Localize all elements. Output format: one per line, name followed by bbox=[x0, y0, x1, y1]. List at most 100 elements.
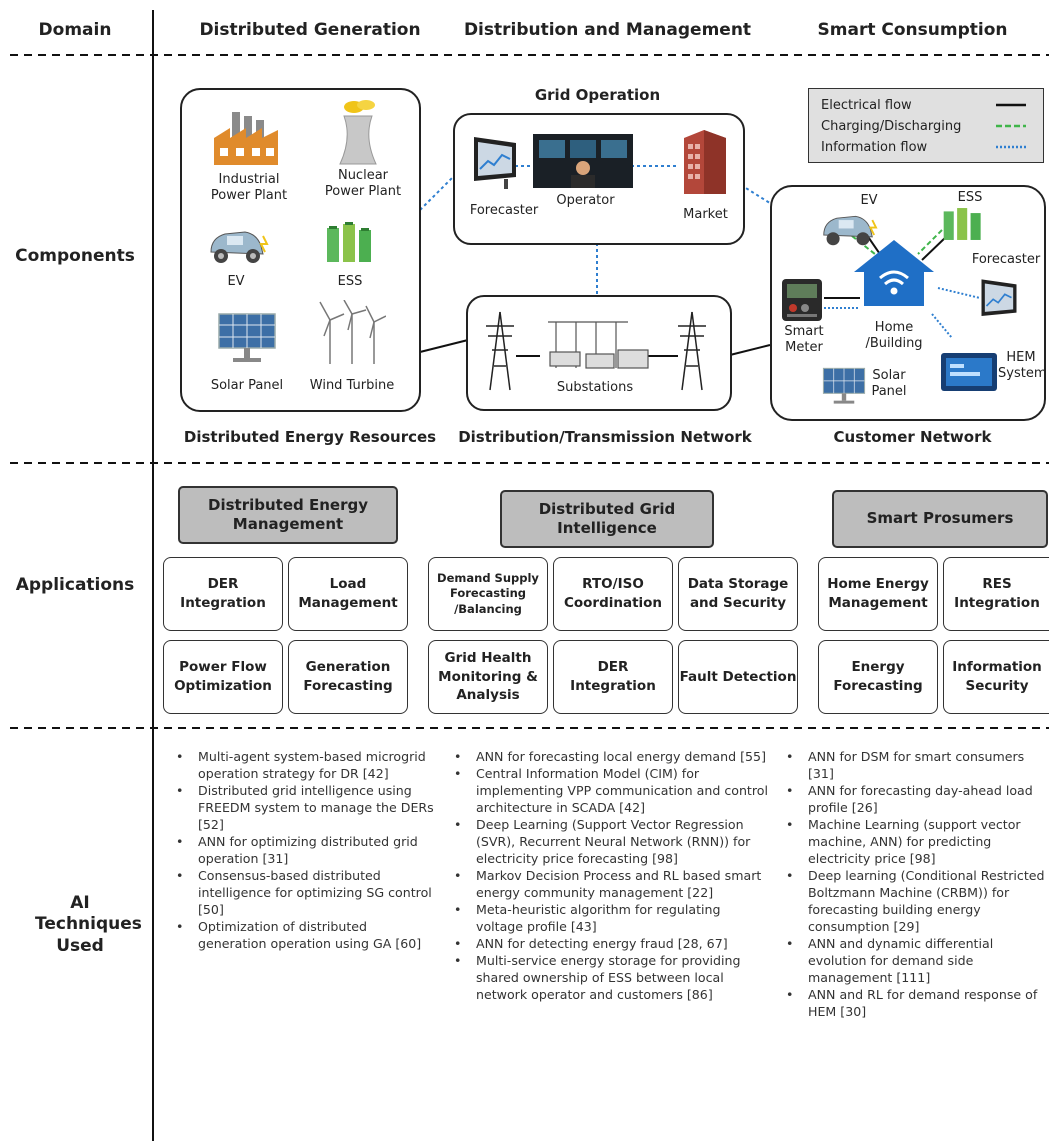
electrical-link-customer bbox=[729, 344, 771, 356]
legend-swatches bbox=[996, 103, 1026, 149]
ai-technique-item: Distributed grid intelligence using FREE… bbox=[172, 782, 434, 833]
ai-technique-item: Multi-agent system-based microgrid opera… bbox=[172, 748, 434, 782]
factory-icon bbox=[214, 112, 278, 165]
ai-technique-item: Deep learning (Conditional Restricted Bo… bbox=[782, 867, 1047, 935]
hem-system-icon bbox=[941, 353, 997, 391]
header-smart-consumption: Smart Consumption bbox=[817, 20, 1008, 40]
customer-solar-label: Solar Panel bbox=[871, 368, 907, 400]
customer-forecaster-icon bbox=[981, 279, 1017, 316]
ai-techniques-consumption-list: ANN for DSM for smart consumers [31]ANN … bbox=[782, 748, 1047, 1020]
smart-meter-icon bbox=[782, 279, 822, 321]
app-header-grid-intelligence: Distributed Grid Intelligence bbox=[500, 490, 714, 548]
app-header-der-management: Distributed Energy Management bbox=[178, 486, 398, 544]
grid-market-label: Market bbox=[683, 207, 728, 222]
substations-label: Substations bbox=[556, 380, 634, 395]
app-information-security: Information Security bbox=[943, 640, 1049, 714]
industrial-plant-label: Industrial Power Plant bbox=[210, 172, 288, 204]
header-distributed-generation: Distributed Generation bbox=[199, 20, 421, 40]
der-caption: Distributed Energy Resources bbox=[183, 428, 437, 446]
info-link-der bbox=[419, 174, 456, 211]
customer-ev-icon bbox=[823, 215, 878, 246]
ai-technique-item: Multi-service energy storage for providi… bbox=[450, 952, 768, 1003]
app-header-smart-prosumers: Smart Prosumers bbox=[832, 490, 1048, 548]
customer-forecaster-label: Forecaster bbox=[971, 252, 1041, 267]
home-building-label: Home /Building bbox=[865, 320, 923, 352]
ai-technique-item: Optimization of distributed generation o… bbox=[172, 918, 434, 952]
grid-forecaster-label: Forecaster bbox=[469, 203, 539, 218]
app-energy-forecasting: Energy Forecasting bbox=[818, 640, 938, 714]
ai-techniques-management-list: ANN for forecasting local energy demand … bbox=[450, 748, 768, 1003]
solar-panel-label: Solar Panel bbox=[210, 378, 284, 393]
wind-turbine-label: Wind Turbine bbox=[309, 378, 395, 393]
app-home-energy-management: Home Energy Management bbox=[818, 557, 938, 631]
transmission-towers-icon bbox=[486, 311, 706, 391]
app-der-integration: DER Integration bbox=[163, 557, 283, 631]
info-link-customer bbox=[740, 184, 774, 206]
app-fault-detection: Fault Detection bbox=[678, 640, 798, 714]
legend-electrical-label: Electrical flow bbox=[821, 98, 912, 113]
app-load-management: Load Management bbox=[288, 557, 408, 631]
app-grid-health-monitoring: Grid Health Monitoring & Analysis bbox=[428, 640, 548, 714]
app-generation-forecasting: Generation Forecasting bbox=[288, 640, 408, 714]
network-box bbox=[466, 295, 732, 411]
grid-operation-title: Grid Operation bbox=[534, 86, 661, 104]
wind-turbine-icon bbox=[319, 300, 386, 364]
legend-electrical: Electrical flow bbox=[809, 95, 1043, 116]
legend-information-label: Information flow bbox=[821, 140, 928, 155]
customer-solar-icon bbox=[822, 367, 866, 404]
app-rto-iso-coordination: RTO/ISO Coordination bbox=[553, 557, 673, 631]
ai-techniques-generation-list: Multi-agent system-based microgrid opera… bbox=[172, 748, 434, 952]
operator-control-room-icon bbox=[533, 134, 633, 188]
ai-technique-item: Machine Learning (support vector machine… bbox=[782, 816, 1047, 867]
header-distribution-management: Distribution and Management bbox=[463, 20, 752, 40]
ess-label: ESS bbox=[337, 274, 363, 289]
ai-technique-item: Central Information Model (CIM) for impl… bbox=[450, 765, 768, 816]
ai-technique-item: Deep Learning (Support Vector Regression… bbox=[450, 816, 768, 867]
ev-icon bbox=[210, 231, 269, 263]
ai-technique-item: Markov Decision Process and RL based sma… bbox=[450, 867, 768, 901]
nuclear-plant-label: Nuclear Power Plant bbox=[324, 168, 402, 200]
ai-technique-item: Meta-heuristic algorithm for regulating … bbox=[450, 901, 768, 935]
ai-technique-item: ANN and dynamic differential evolution f… bbox=[782, 935, 1047, 986]
ai-technique-item: ANN for DSM for smart consumers [31] bbox=[782, 748, 1047, 782]
flow-legend: Electrical flow Charging/Discharging Inf… bbox=[808, 88, 1044, 163]
row-label-ai: AI Techniques Used bbox=[35, 893, 142, 956]
app-power-flow-optimization: Power Flow Optimization bbox=[163, 640, 283, 714]
ai-technique-item: ANN and RL for demand response of HEM [3… bbox=[782, 986, 1047, 1020]
header-domain: Domain bbox=[38, 20, 112, 40]
app-data-storage-security: Data Storage and Security bbox=[678, 557, 798, 631]
ai-technique-item: ANN for forecasting local energy demand … bbox=[450, 748, 768, 765]
ai-technique-item: ANN for forecasting day-ahead load profi… bbox=[782, 782, 1047, 816]
ai-technique-item: ANN for detecting energy fraud [28, 67] bbox=[450, 935, 768, 952]
electrical-link-der bbox=[419, 339, 469, 353]
nuclear-plant-icon bbox=[339, 100, 377, 165]
ai-technique-item: Consensus-based distributed intelligence… bbox=[172, 867, 434, 918]
solar-panel-icon bbox=[218, 313, 276, 362]
row-label-components: Components bbox=[15, 246, 135, 266]
row-label-applications: Applications bbox=[15, 575, 135, 595]
legend-charging: Charging/Discharging bbox=[809, 116, 1043, 137]
smart-meter-label: Smart Meter bbox=[784, 324, 824, 356]
app-demand-supply-forecasting: Demand Supply Forecasting /Balancing bbox=[428, 557, 548, 631]
customer-ess-label: ESS bbox=[957, 190, 983, 205]
home-building-icon bbox=[854, 240, 934, 306]
app-res-integration: RES Integration bbox=[943, 557, 1049, 631]
ev-label: EV bbox=[227, 274, 245, 289]
forecaster-monitor-icon bbox=[474, 137, 516, 189]
network-caption: Distribution/Transmission Network bbox=[458, 428, 752, 446]
hem-system-label: HEM System bbox=[998, 350, 1047, 382]
ess-battery-icon bbox=[327, 222, 371, 262]
grid-operator-label: Operator bbox=[556, 193, 615, 208]
grid-info-links-2 bbox=[631, 165, 677, 167]
app-grid-der-integration: DER Integration bbox=[553, 640, 673, 714]
legend-charging-label: Charging/Discharging bbox=[821, 119, 962, 134]
grid-info-links bbox=[515, 165, 533, 167]
market-building-icon bbox=[684, 130, 726, 194]
customer-ess-icon bbox=[943, 208, 981, 240]
customer-network-caption: Customer Network bbox=[833, 428, 992, 446]
legend-information: Information flow bbox=[809, 137, 1043, 158]
customer-ev-label: EV bbox=[860, 193, 878, 208]
ai-technique-item: ANN for optimizing distributed grid oper… bbox=[172, 833, 434, 867]
